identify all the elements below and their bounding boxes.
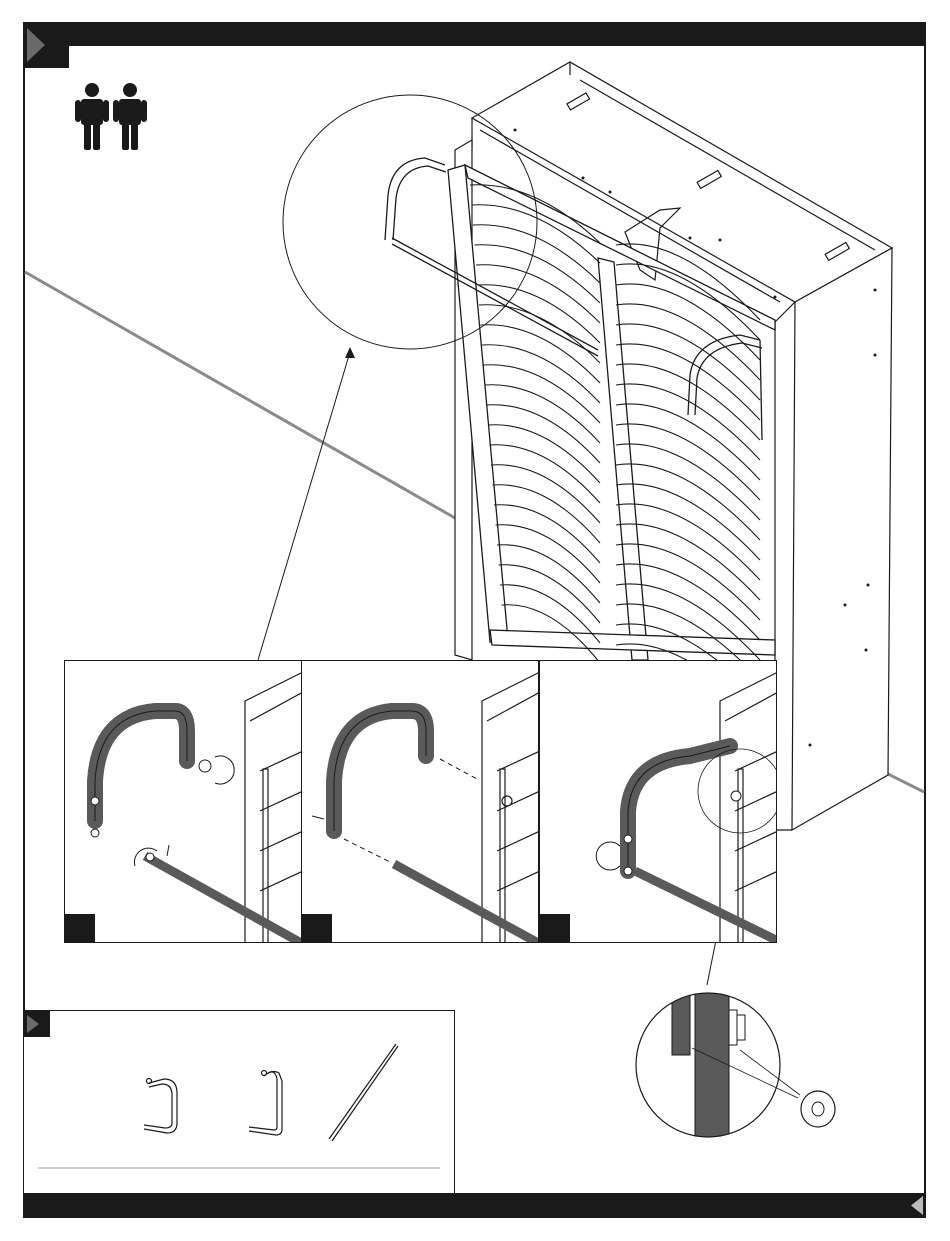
panel-number-2 <box>302 914 332 942</box>
washer-detail <box>600 940 860 1150</box>
panel-number-3 <box>540 914 570 942</box>
leader-line <box>258 352 350 660</box>
parts-illustrations <box>24 1011 456 1195</box>
bolt-tighten-icon <box>540 661 777 943</box>
detail-panel-3 <box>539 660 777 943</box>
rod-icon <box>329 1044 398 1141</box>
detail-panel-2 <box>301 660 539 943</box>
panel-number-1 <box>65 914 95 942</box>
handle-left-icon <box>144 1079 177 1134</box>
handle-right-icon <box>249 1071 282 1136</box>
bar-insert-icon <box>302 661 539 943</box>
wall-line <box>25 272 455 518</box>
bolt-loosen-icon <box>65 661 302 943</box>
detail-panel-1 <box>64 660 302 943</box>
parts-list <box>23 1010 455 1194</box>
